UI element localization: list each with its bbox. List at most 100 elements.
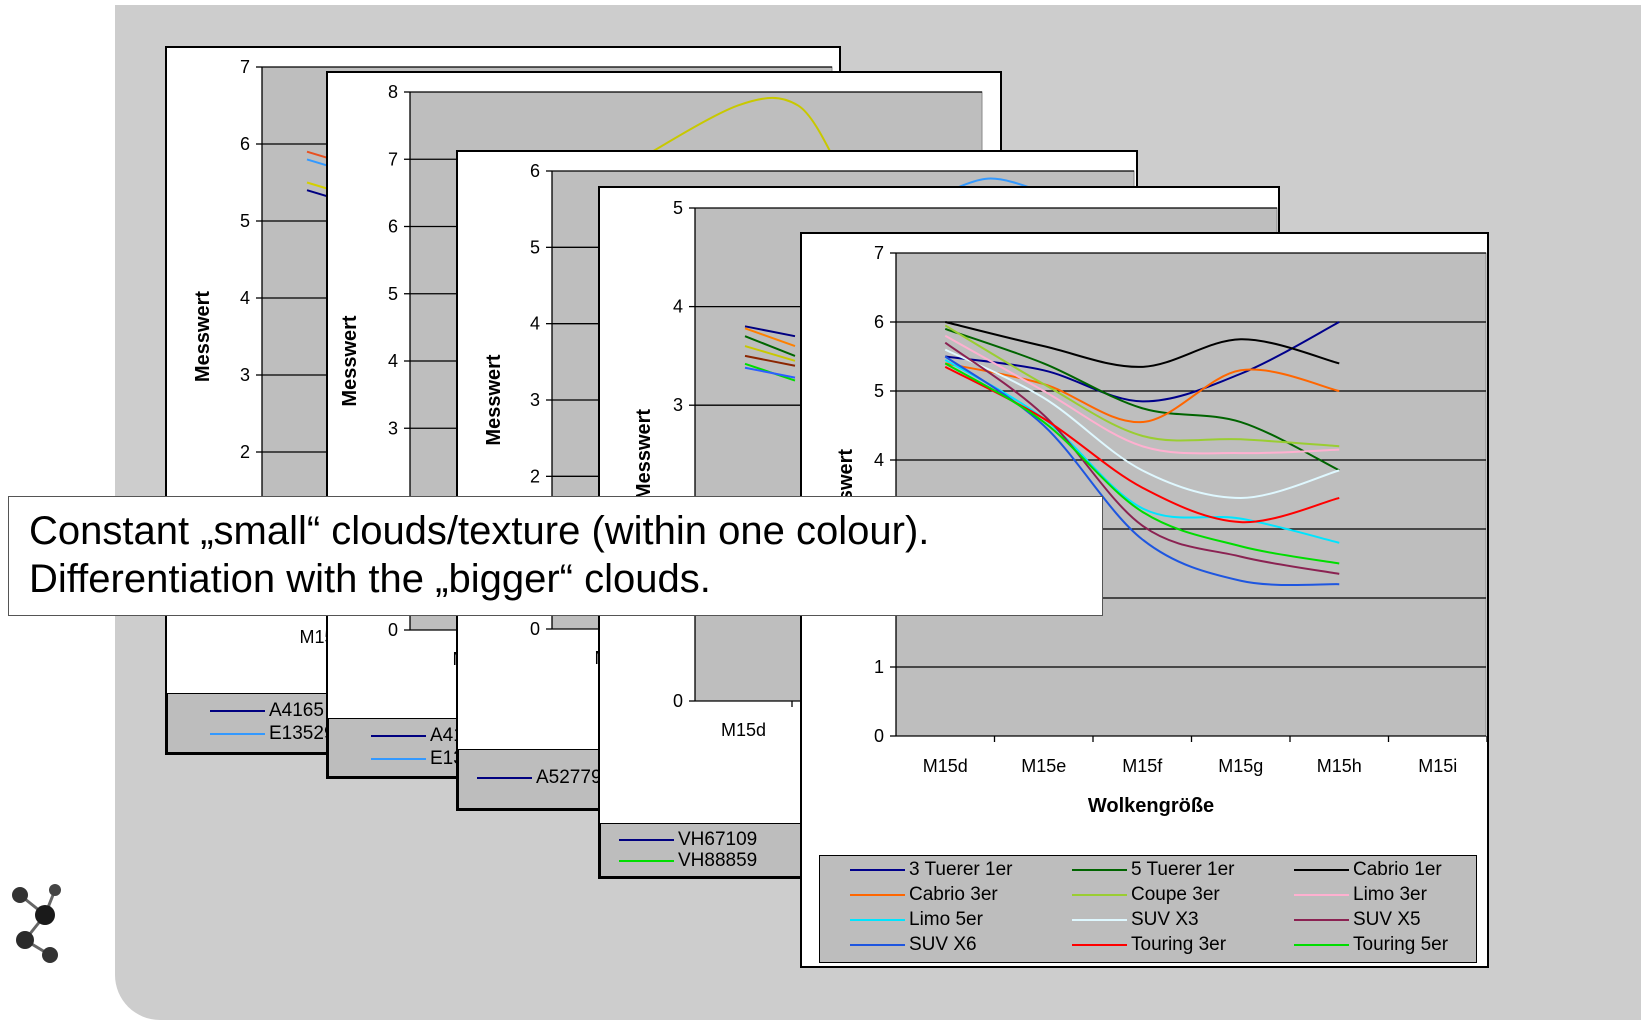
legend-swatch [1294,918,1349,921]
chart-card-main: 01234567MesswertM15dM15eM15fM15gM15hM15i… [800,232,1489,968]
legend-swatch [1072,868,1127,871]
y-axis-label: Messwert [339,315,361,406]
series-line [944,327,1340,472]
plot-area [895,252,1487,737]
y-tick-label: 0 [673,691,683,711]
callout-textbox: Constant „small“ clouds/texture (within … [8,496,1103,616]
legend-entry: A4165 [269,700,324,721]
y-tick-label: 3 [388,418,398,438]
y-tick-label: 6 [240,134,250,154]
y-axis-label: Messwert [192,291,214,382]
legend-swatch [1294,943,1349,946]
legend-label: Cabrio 3er [909,884,998,905]
y-tick-label: 6 [530,161,540,181]
y-axis-label: Messwert [483,354,505,445]
legend-label: Limo 5er [909,909,983,930]
series-line [944,355,1340,587]
legend-entry: E13529 [269,723,335,744]
y-tick-label: 3 [240,365,250,385]
x-axis-label: Wolkengröße [1088,795,1214,817]
y-tick-label: 2 [240,442,250,462]
legend-label: Touring 3er [1131,934,1227,955]
x-tick-label: M15d [923,756,968,776]
legend-entry: SUV X3 [1072,910,1199,930]
series-line [744,327,796,347]
series-line [944,362,1340,565]
x-tick-label: M15h [1317,756,1362,776]
x-tick-label: M15d [721,720,766,740]
y-tick-label: 0 [874,726,884,746]
legend-entry: A41 [430,725,464,746]
legend-entry: Coupe 3er [1072,885,1220,905]
y-tick-label: 4 [874,450,884,470]
legend-entry: Cabrio 1er [1294,860,1442,880]
legend-label: 5 Tuerer 1er [1131,859,1235,880]
legend-swatch [1294,868,1349,871]
legend-label: Limo 3er [1353,884,1427,905]
y-tick-label: 6 [874,312,884,332]
y-tick-label: 7 [874,243,884,263]
y-tick-label: 7 [240,57,250,77]
legend-entry: Limo 3er [1294,885,1427,905]
legend-label: SUV X5 [1353,909,1421,930]
x-tick-label: M15g [1218,756,1263,776]
y-tick-label: 5 [673,198,683,218]
series-line [306,150,328,159]
legend-swatch [1294,893,1349,896]
series-line [944,348,1340,499]
y-tick-label: 5 [530,237,540,257]
y-tick-label: 0 [530,619,540,639]
series-line [944,359,1340,544]
legend-swatch [850,943,905,946]
y-tick-label: 6 [388,217,398,237]
legend-label: SUV X3 [1131,909,1199,930]
legend-swatch [850,868,905,871]
legend-swatch [850,918,905,921]
series-line [306,189,328,198]
y-axis-label: Messwert [633,409,655,500]
series-line [945,362,1340,424]
series-line [944,341,1340,575]
series-line [744,325,796,338]
y-tick-label: 3 [673,395,683,415]
series-line [744,354,796,367]
legend-entry: Limo 5er [850,910,983,930]
series-line [306,158,328,167]
callout-line-1: Constant „small“ clouds/texture (within … [29,509,930,553]
series-line [744,345,796,362]
y-tick-label: 5 [388,284,398,304]
legend-label: Touring 5er [1353,934,1449,955]
callout-line-2: Differentiation with the „bigger“ clouds… [29,557,711,601]
legend-swatch [1072,943,1127,946]
series-line [627,96,839,167]
legend-entry: E13 [430,748,464,769]
y-tick-label: 5 [874,381,884,401]
legend-entry: 5 Tuerer 1er [1072,860,1235,880]
legend-label: 3 Tuerer 1er [909,859,1013,880]
legend-entry: SUV X5 [1294,910,1421,930]
series-line [945,321,1340,368]
legend-entry: VH67109 [678,829,758,850]
series-line [944,324,1340,448]
legend-label: SUV X6 [909,934,977,955]
y-tick-label: 5 [240,211,250,231]
legend-swatch [1072,918,1127,921]
y-tick-label: 8 [388,82,398,102]
series-line [945,321,1340,403]
legend-entry: Touring 5er [1294,935,1448,955]
x-tick-label: M15f [1122,756,1163,776]
y-tick-label: 4 [530,314,540,334]
series-line [944,334,1340,455]
y-tick-label: 7 [388,149,398,169]
legend-label: Cabrio 1er [1353,859,1442,880]
legend-entry: VH88859 [678,850,758,871]
series-line [306,181,328,190]
x-tick-label: M15i [1418,756,1457,776]
legend-entry: A52779 [536,767,602,788]
x-tick-label: M15e [1021,756,1066,776]
series-line [744,366,796,379]
series-line [744,335,796,357]
legend-swatch [850,893,905,896]
y-tick-label: 0 [388,620,398,640]
